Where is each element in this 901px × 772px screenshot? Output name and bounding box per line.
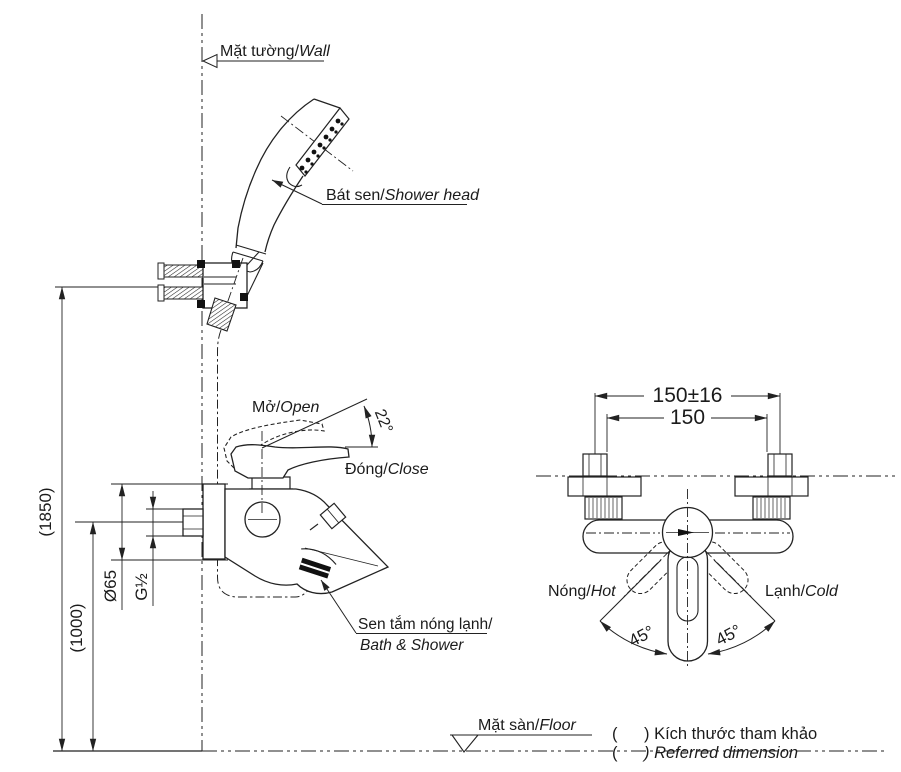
wall-arrow-icon [201, 53, 218, 69]
dim-angle-45-left-text: 45° [626, 622, 658, 651]
dimension-1850: (1850) [36, 286, 158, 752]
floor-label: Mặt sàn/Floor [478, 717, 576, 734]
dim-g12-text: G½ [132, 573, 151, 600]
mixer-body [224, 488, 390, 595]
bath-shower-label-group: Sen tắm nóng lạnh/ Bath & Shower [320, 579, 493, 654]
spray-nozzles [299, 118, 344, 174]
close-label: Đóng/Close [345, 461, 429, 478]
wall-label: Mặt tường/Wall [220, 43, 330, 60]
bath-shower-label-vi: Sen tắm nóng lạnh/ [358, 616, 493, 633]
bath-shower-label-en: Bath & Shower [360, 637, 464, 654]
dimension-g12: G½ [132, 491, 188, 606]
spout-aerator [298, 548, 337, 579]
mixer-front-view: 150±16 150 [536, 384, 897, 668]
escutcheon-left [567, 476, 642, 497]
hot-label: Nóng/Hot [548, 583, 616, 600]
bracket-fixing-points [197, 260, 248, 308]
dim-dia65-text: Ø65 [101, 570, 120, 602]
shower-hose-phantom [217, 329, 313, 598]
union-nut-left [584, 496, 623, 520]
dim-1850-text: (1850) [36, 487, 55, 536]
dim-1000-text: (1000) [67, 603, 86, 652]
supply-nut-left [582, 453, 608, 477]
wall-flange [202, 483, 226, 560]
shower-head-label: Bát sen/Shower head [326, 187, 480, 204]
escutcheon-right [734, 476, 809, 497]
dim-150-16-text: 150±16 [653, 384, 723, 407]
legend-paren-2: ( [612, 744, 618, 762]
shower-bracket [157, 251, 264, 332]
union-nut-right [752, 496, 791, 520]
dimension-150-16: 150±16 [594, 384, 781, 407]
pivot-mark-icon [678, 529, 694, 536]
legend-paren-1: ( [612, 725, 618, 743]
dim-angle-22-text: 22° [371, 407, 396, 436]
shower-head-label-group: Bát sen/Shower head [271, 179, 480, 205]
shower-hose-nut [206, 297, 237, 332]
shower-head [230, 98, 354, 273]
legend: ( ) Kích thước tham khảo ( ) Referred di… [612, 725, 817, 762]
handle-closed-position [230, 444, 350, 479]
handle-open-position [223, 419, 325, 469]
dim-150-text: 150 [670, 406, 705, 429]
floor-label-group: Mặt sàn/Floor [450, 717, 592, 753]
inlet-nut [182, 508, 204, 537]
cold-label: Lạnh/Cold [765, 583, 839, 600]
hanger-hook [286, 166, 303, 188]
mixer-side-view [182, 419, 390, 595]
legend-line-1: ) Kích thước tham khảo [644, 725, 817, 743]
floor-marker-icon [450, 734, 480, 753]
diverter-knob [319, 502, 347, 530]
mounting-screw-top [161, 264, 204, 278]
dimension-150: 150 [606, 406, 768, 429]
dimension-dia65: Ø65 [101, 483, 228, 610]
wall-label-group: Mặt tường/Wall [201, 43, 330, 69]
dimension-1000: (1000) [67, 521, 183, 752]
mounting-screw-bottom [161, 286, 204, 300]
open-label: Mở/Open [252, 399, 320, 416]
supply-nut-right [767, 453, 793, 477]
legend-line-2: ) Referred dimension [642, 744, 798, 762]
